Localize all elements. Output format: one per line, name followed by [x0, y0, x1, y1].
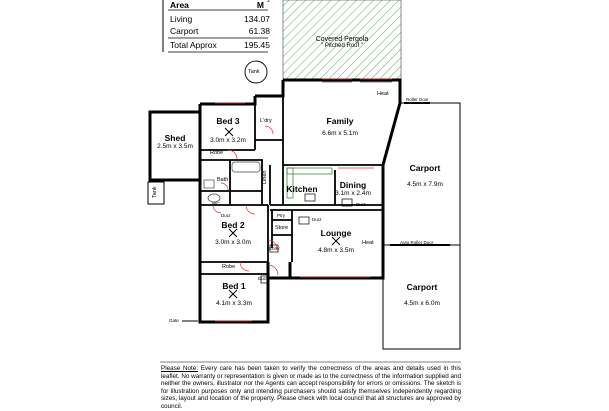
disclaimer-heading: Please Note:	[161, 365, 199, 372]
duct-dining-label: Duct	[356, 202, 366, 207]
wc-label: WC	[212, 201, 220, 206]
carport-lines	[382, 102, 461, 350]
side-tank-box	[147, 181, 165, 205]
duct-bed2-label: Duct	[221, 213, 231, 218]
area-header-label: Area	[170, 0, 189, 10]
bed2-name: Bed 2	[221, 220, 245, 230]
disclaimer-body: Every care has been taken to verify the …	[161, 365, 461, 410]
duct-ptry-label: Duct	[312, 217, 322, 222]
ptry-label: Ptry	[277, 213, 286, 218]
lounge-label: Lounge 4.8m x 3.5m	[304, 228, 368, 254]
area-header-unit: M	[256, 0, 264, 10]
area-row-label: Living	[170, 14, 193, 24]
roller-door-marks	[390, 102, 450, 246]
carport-top-dim: 4.5m x 7.9m	[407, 181, 443, 188]
kitchen-fittings	[260, 167, 353, 284]
tank-circle	[244, 60, 268, 84]
lounge-dim: 4.8m x 3.5m	[318, 247, 354, 254]
bed1-dim: 4.1m x 3.3m	[216, 300, 252, 307]
robe-bottom-label: Robe	[222, 264, 236, 270]
bath-label: Bath	[217, 177, 229, 183]
pergola-area	[282, 0, 402, 81]
bath-fittings	[203, 161, 261, 203]
bed3-name: Bed 3	[216, 116, 240, 126]
linen-label: Linen	[262, 170, 268, 184]
inner-walls	[200, 96, 383, 275]
pergola-sub: " Pitched Roof "	[321, 43, 363, 49]
area-header-unit-sup: 2	[267, 0, 270, 4]
store-label: Store	[275, 225, 289, 231]
shed-dim: 2.5m x 3.5m	[157, 143, 193, 150]
bed2-label: Bed 2 3.0m x 3.0m	[203, 220, 263, 246]
roller-door-label: Roller Door	[406, 97, 429, 102]
family-label: Family 6.6m x 5.1m	[290, 116, 390, 137]
pergola-label: Covered Pergola " Pitched Roof "	[283, 36, 401, 49]
area-row-label: Carport	[170, 26, 199, 36]
bed3-label: Bed 3	[203, 116, 253, 126]
entry-label: Entry	[269, 246, 280, 251]
carport-top-name: Carport	[409, 163, 441, 173]
area-table: Area M 2 Living 134.07 Carport 61.38 Tot…	[170, 0, 270, 54]
ldry-label: L'dry	[260, 118, 272, 124]
dining-dim: 3.1m x 2.4m	[335, 190, 371, 197]
bed2-dim: 3.0m x 3.0m	[215, 239, 251, 246]
area-total-value: 195.45	[244, 40, 270, 50]
bed1-name: Bed 1	[222, 281, 246, 291]
family-name: Family	[326, 116, 354, 126]
area-total-label: Total Approx	[170, 40, 217, 50]
area-row-value: 134.07	[244, 14, 270, 24]
bed1-label: Bed 1 4.1m x 3.3m	[203, 281, 265, 307]
windows	[215, 78, 392, 322]
shed-label: Shed 2.5m x 3.5m	[152, 133, 198, 150]
shed-name: Shed	[164, 133, 186, 143]
carport-bottom-name: Carport	[406, 282, 438, 292]
heat-lounge-label: Heat	[362, 240, 374, 246]
room-center-marks	[224, 127, 341, 299]
family-dim: 6.6m x 5.1m	[322, 130, 358, 137]
gate-label: Gate	[169, 318, 179, 323]
carport-bottom-dim: 4.5m x 6.0m	[404, 300, 440, 307]
lounge-name: Lounge	[320, 228, 352, 238]
heat-top-label: Heat	[377, 91, 389, 97]
duct-bed1-label: Duct	[258, 276, 268, 281]
pergola-name: Covered Pergola	[315, 36, 369, 43]
carport-top-label: Carport 4.5m x 7.9m	[395, 163, 455, 188]
area-table-lines	[162, 0, 268, 53]
carport-bottom-label: Carport 4.5m x 6.0m	[392, 282, 452, 307]
door-swings	[212, 125, 279, 276]
tank-label: Tank	[248, 69, 260, 75]
auto-roller-door-label: Auto Roller Door	[400, 240, 434, 245]
area-row-value: 61.38	[248, 26, 270, 36]
side-tank-label: Tank	[152, 186, 158, 198]
bed3-dim: 3.0m x 3.2m	[210, 137, 246, 144]
robe-top-label: Robe	[210, 150, 224, 156]
disclaimer: Please Note: Every care has been taken t…	[161, 365, 461, 411]
dining-label: Dining 3.1m x 2.4m	[333, 180, 373, 197]
floor-plan-drawing	[147, 0, 461, 363]
dining-name: Dining	[339, 180, 367, 190]
kitchen-label: Kitchen	[286, 184, 318, 194]
